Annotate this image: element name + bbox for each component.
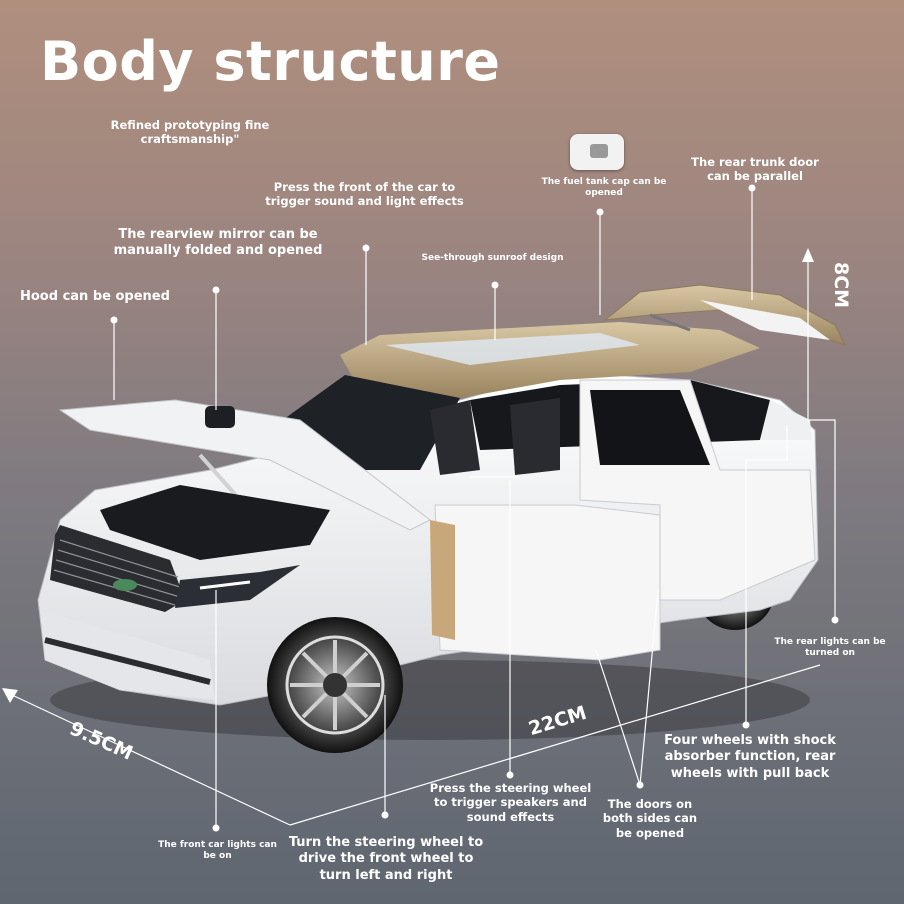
dimension-lines [11,258,821,826]
headlight [175,565,300,608]
label-steering-turn: Turn the steering wheel to drive the fro… [288,835,484,883]
label-press-front: Press the front of the car to trigger so… [265,180,464,209]
label-rear-lights: The rear lights can be turned on [774,637,886,659]
open-front-door [434,504,661,661]
open-hood [58,399,431,531]
fuel-cap-icon [570,134,624,170]
dimension-height: 8CM [830,262,852,309]
label-mirror: The rearview mirror can be manually fold… [113,227,323,259]
label-fuel: The fuel tank cap can be opened [541,177,667,199]
car-roof [340,322,760,398]
label-wheels: Four wheels with shock absorber function… [664,733,836,781]
label-sunroof: See-through sunroof design [421,253,564,263]
label-hood: Hood can be opened [20,289,170,304]
page-title: Body structure [40,30,501,93]
label-doors: The doors on both sides can be opened [602,797,698,840]
label-front-lights: The front car lights can be on [158,840,277,862]
label-refined: Refined prototyping fine craftsmanship" [110,118,270,147]
label-trunk: The rear trunk door can be parallel [691,155,819,184]
side-mirror [205,406,235,428]
open-trunk [603,284,846,346]
sunroof [385,333,640,365]
engine-bay [100,485,330,560]
label-steering-sound: Press the steering wheel to trigger spea… [429,781,592,824]
